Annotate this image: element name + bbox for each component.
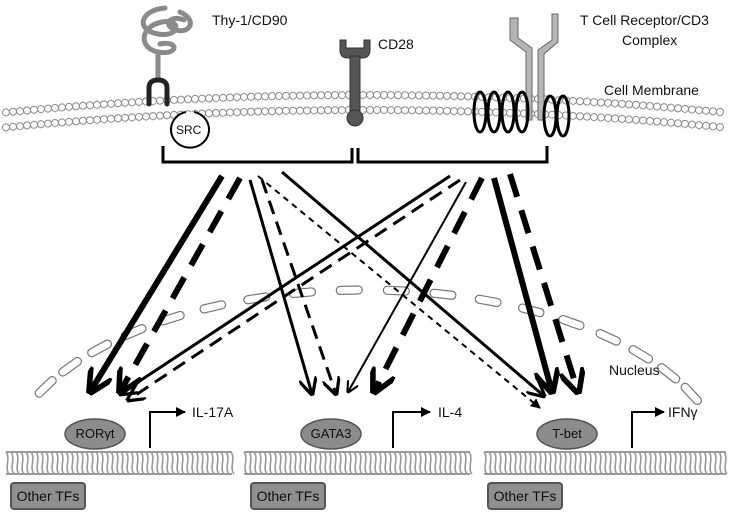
promoter-arrow-il17a xyxy=(149,407,186,448)
src-label: SRC xyxy=(176,123,202,137)
tcr-label-line1: T Cell Receptor/CD3 xyxy=(580,12,709,28)
tcr-cd3-complex-icon xyxy=(472,13,571,138)
tcr-label-line2: Complex xyxy=(622,32,678,48)
membrane-label: Cell Membrane xyxy=(604,82,699,98)
nuclear-envelope xyxy=(34,285,703,406)
cd28-label: CD28 xyxy=(378,36,414,52)
gata3-label: GATA3 xyxy=(310,426,352,441)
arrow-dashed-bold-tcr-to-gata3 xyxy=(374,176,485,392)
signal-arrows xyxy=(90,170,578,409)
tbet-label: T-bet xyxy=(552,426,582,441)
other-tfs-box-1: Other TFs xyxy=(10,482,86,510)
other-tfs-box-2: Other TFs xyxy=(250,482,326,510)
promoter-arrow-il4 xyxy=(392,407,431,448)
gata3-protein-icon xyxy=(300,418,362,450)
arrow-dashed-to-rorgt xyxy=(120,176,243,392)
arrow-dashed-bold-tcr-to-tbet xyxy=(507,173,578,392)
arrow-solid-to-rorgt xyxy=(90,174,225,392)
promoter-arrows xyxy=(149,407,665,448)
arrow-thin-tcr-to-gata3 xyxy=(348,181,467,392)
il17a-label: IL-17A xyxy=(192,404,234,420)
nucleus-label: Nucleus xyxy=(609,362,660,378)
thy1-label: Thy-1/CD90 xyxy=(212,12,288,28)
cd28-receptor-icon xyxy=(339,39,371,127)
rorgt-protein-icon xyxy=(64,418,126,450)
thy1-receptor-icon xyxy=(140,5,193,107)
arrow-dashed-to-gata3 xyxy=(260,179,336,394)
rorgt-label: RORγt xyxy=(75,426,115,441)
arrow-dashed-thin-to-tbet xyxy=(257,175,541,409)
dna-strands xyxy=(5,451,728,475)
tf-ellipses xyxy=(64,418,598,450)
other-tfs-box-3: Other TFs xyxy=(487,482,563,510)
arrow-solid-to-tbet xyxy=(281,170,544,396)
receptor-bracket xyxy=(161,146,549,164)
promoter-arrow-ifng xyxy=(631,407,665,448)
tbet-protein-icon xyxy=(536,418,598,450)
arrow-dashed-tcr-to-rorgt xyxy=(128,178,461,400)
arrow-solid-tcr-to-rorgt xyxy=(120,174,451,394)
ifng-label: IFNγ xyxy=(668,404,698,420)
il4-label: IL-4 xyxy=(438,404,463,420)
arrow-solid-to-gata3-a xyxy=(248,179,312,394)
arrow-solid-bold-tcr-to-tbet xyxy=(491,177,552,392)
src-kinase-icon xyxy=(170,111,210,149)
